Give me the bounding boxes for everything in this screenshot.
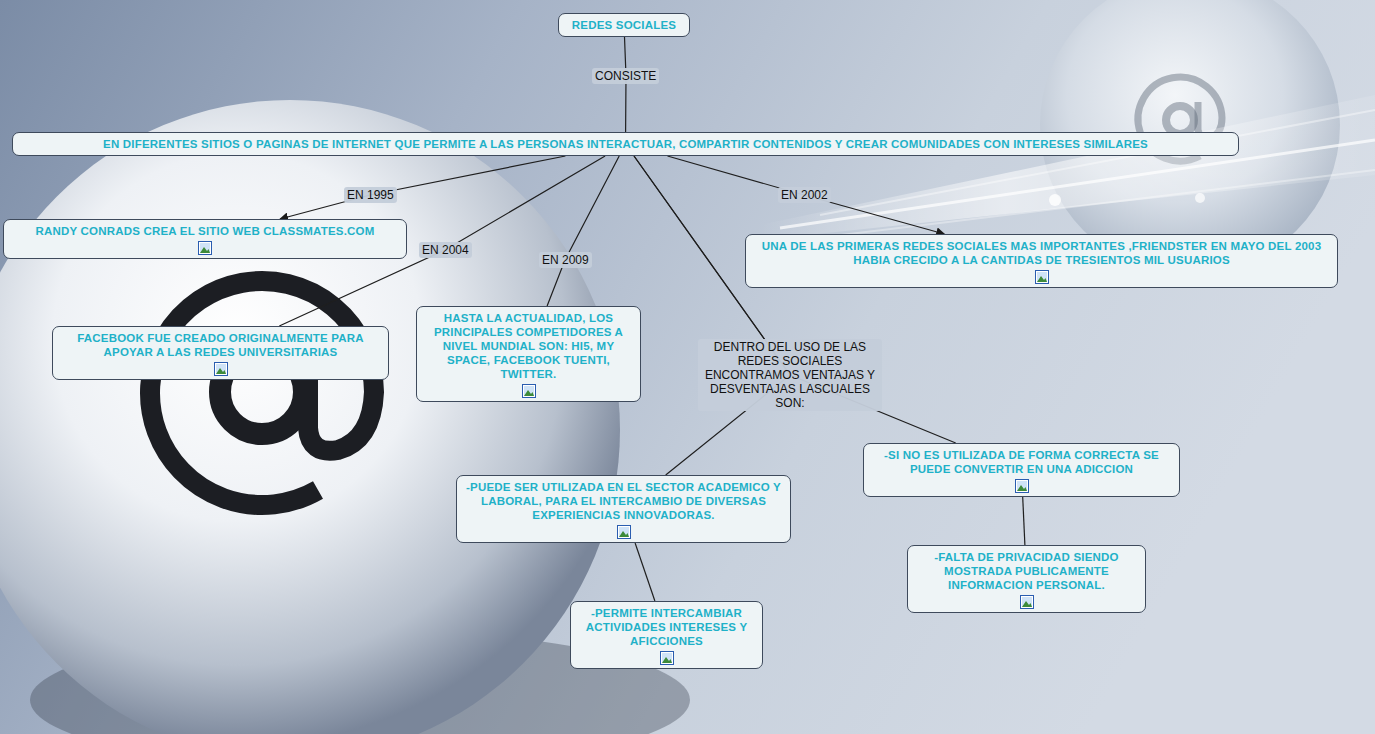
concept-box: -PERMITE INTERCAMBIAR ACTIVIDADES INTERE…: [570, 601, 763, 669]
connector: [547, 156, 619, 306]
node-text: EN DIFERENTES SITIOS O PAGINAS DE INTERN…: [103, 137, 1148, 151]
concept-box: HASTA LA ACTUALIDAD, LOS PRINCIPALES COM…: [416, 306, 641, 402]
image-icon: [660, 651, 674, 665]
node-text: -PERMITE INTERCAMBIAR ACTIVIDADES INTERE…: [577, 606, 756, 648]
connector: [668, 156, 945, 234]
node-text: -SI NO ES UTILIZADA DE FORMA CORRECTA SE…: [870, 448, 1173, 476]
concept-box: -PUEDE SER UTILIZADA EN EL SECTOR ACADEM…: [456, 475, 791, 543]
connector: [1023, 497, 1025, 545]
edge-label-box: EN 2004: [419, 242, 472, 258]
connector: [634, 156, 790, 475]
image-icon: [214, 362, 228, 376]
edge-label-box: DENTRO DEL USO DE LAS REDES SOCIALES ENC…: [698, 339, 882, 411]
image-icon: [1035, 270, 1049, 284]
edge-label-box: EN 2002: [778, 187, 831, 203]
connector: [635, 543, 655, 601]
image-icon: [617, 525, 631, 539]
connector: [625, 37, 627, 132]
concept-box: UNA DE LAS PRIMERAS REDES SOCIALES MAS I…: [745, 234, 1338, 288]
node-text: UNA DE LAS PRIMERAS REDES SOCIALES MAS I…: [752, 239, 1331, 267]
light-beam: [760, 95, 1375, 240]
image-icon: [1015, 479, 1029, 493]
edge-label: EN 2004: [422, 243, 469, 257]
node-text: FACEBOOK FUE CREADO ORIGINALMENTE PARA A…: [59, 331, 382, 359]
connector: [280, 156, 565, 219]
connector: [634, 156, 956, 443]
node-text: -FALTA DE PRIVACIDAD SIENDO MOSTRADA PUB…: [914, 550, 1139, 592]
edge-label: DENTRO DEL USO DE LAS REDES SOCIALES ENC…: [705, 340, 875, 410]
image-icon: [1020, 595, 1034, 609]
edge-label-box: EN 1995: [344, 187, 397, 203]
node-text: RANDY CONRADS CREA EL SITIO WEB CLASSMAT…: [35, 224, 374, 238]
image-icon: [198, 241, 212, 255]
concept-box: FACEBOOK FUE CREADO ORIGINALMENTE PARA A…: [52, 326, 389, 380]
concept-box: EN DIFERENTES SITIOS O PAGINAS DE INTERN…: [12, 132, 1239, 156]
edge-label: EN 2009: [542, 253, 589, 267]
concept-box: REDES SOCIALES: [558, 13, 690, 37]
edge-label-box: EN 2009: [539, 252, 592, 268]
node-text: REDES SOCIALES: [572, 18, 676, 32]
concept-box: RANDY CONRADS CREA EL SITIO WEB CLASSMAT…: [3, 219, 407, 259]
edge-label: EN 2002: [781, 188, 828, 202]
node-text: HASTA LA ACTUALIDAD, LOS PRINCIPALES COM…: [423, 311, 634, 381]
edge-label: CONSISTE: [595, 69, 656, 83]
node-text: -PUEDE SER UTILIZADA EN EL SECTOR ACADEM…: [463, 480, 784, 522]
concept-box: -FALTA DE PRIVACIDAD SIENDO MOSTRADA PUB…: [907, 545, 1146, 613]
concept-box: -SI NO ES UTILIZADA DE FORMA CORRECTA SE…: [863, 443, 1180, 497]
edge-label-box: CONSISTE: [592, 68, 659, 84]
image-icon: [522, 384, 536, 398]
edge-label: EN 1995: [347, 188, 394, 202]
